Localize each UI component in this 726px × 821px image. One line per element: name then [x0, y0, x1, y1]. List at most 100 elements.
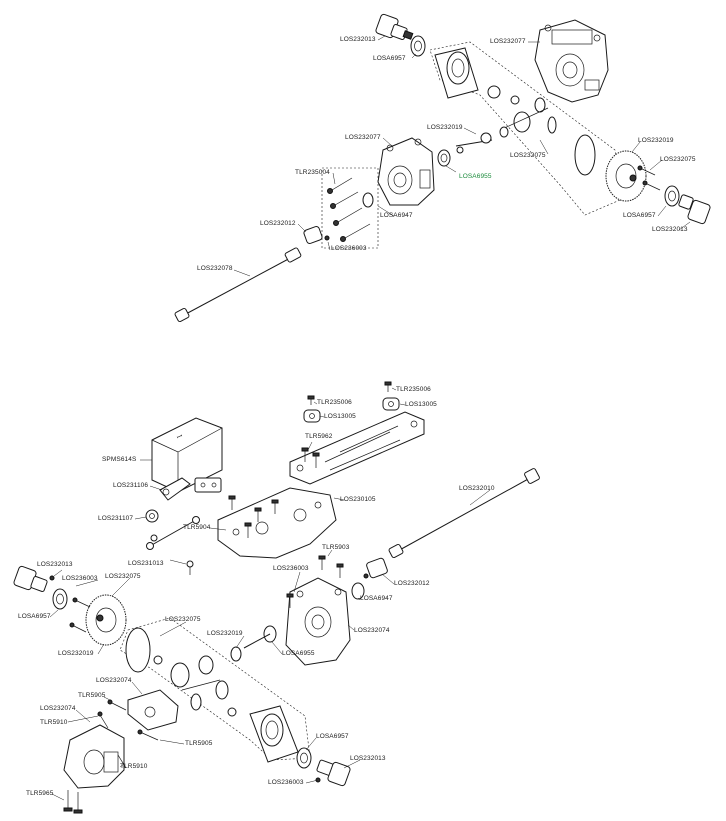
screws-tlr5962 [301, 447, 320, 468]
screws-tlr5910 [97, 711, 127, 769]
diff-plate-bottom [125, 627, 151, 673]
label-bottom-screws-5905-b: TLR5905 [185, 740, 213, 747]
bearing-carrier-top [127, 689, 179, 731]
label-bottom-screw-b: TLR235006 [317, 399, 352, 406]
bearing-center-left [362, 192, 374, 208]
bearing-bottom-center-right [351, 582, 365, 600]
driveshaft-bottom [388, 468, 540, 559]
label-bottom-ball-stud: LOS231013 [128, 560, 164, 567]
label-bottom-ring-gear-center: LOS232075 [165, 616, 201, 623]
label-bottom-lower-plate: LOS230105 [340, 496, 376, 503]
label-bottom-pin-left: LOS236003 [62, 575, 98, 582]
label-bottom-drive-cup: LOS232012 [394, 580, 430, 587]
driveshaft-top [174, 247, 302, 323]
screws-tlr5904 [228, 495, 279, 538]
bearing-center [437, 149, 451, 167]
label-bottom-output-cup-left: LOS232013 [37, 561, 73, 568]
servo-saver [145, 509, 159, 523]
label-top-bearing-right: LOSA6957 [623, 212, 656, 219]
ring-gear-bottom [85, 594, 127, 646]
label-top-bearing-left: LOSA6957 [373, 55, 406, 62]
screw-tlr235006-b [307, 395, 315, 405]
gear-housing-bottom-left [63, 724, 125, 789]
ring-gear-top-disc [574, 134, 596, 176]
screws-tlr5903 [286, 555, 344, 608]
label-bottom-servo-saver: LOS231107 [98, 515, 134, 522]
label-bottom-driveshaft: LOS232010 [459, 485, 495, 492]
label-bottom-pin-center: LOS236003 [273, 565, 309, 572]
label-bottom-clamp-a: LOS13005 [405, 401, 437, 408]
gear-housing-top [534, 19, 609, 103]
bearing-top-left [410, 35, 426, 57]
screw-tlr235006-a [384, 381, 392, 392]
bevel-gears-top [487, 85, 557, 138]
pinion-shaft-top [455, 132, 493, 154]
label-bottom-screws-5910-a: TLR5910 [40, 719, 68, 726]
output-cup-top-left [375, 13, 414, 40]
label-top-ring-gear-right-19: LOS232019 [638, 137, 674, 144]
label-top-ring-gear-right-75: LOS232075 [660, 156, 696, 163]
label-bottom-clamp-b: LOS13005 [324, 413, 356, 420]
label-bottom-housing-center: LOS232074 [354, 627, 390, 634]
output-cup-bottom-right [315, 759, 351, 787]
label-bottom-servo-horn: LOS231106 [113, 482, 149, 489]
label-bottom-bearing-left: LOSA6957 [18, 613, 51, 620]
output-cup-top-right [678, 194, 711, 225]
label-bottom-housing-screws: TLR5903 [322, 544, 350, 551]
screws-tlr235004 [327, 177, 371, 242]
label-bottom-bearing-center-right: LOSA6947 [360, 595, 393, 602]
label-bottom-output-cup-right: LOS232013 [350, 755, 386, 762]
leader-lines [49, 35, 691, 801]
label-top-ring-gear-center: LOS232075 [510, 152, 546, 159]
label-bottom-screws-5905-a: TLR5905 [78, 692, 106, 699]
label-bottom-ring-gear-left-19: LOS232019 [58, 650, 94, 657]
diff-case-bottom [249, 705, 299, 763]
clamp-los13005-b [303, 409, 321, 423]
drive-cup-top [303, 226, 330, 244]
label-top-pin: LOS236003 [331, 245, 367, 252]
label-bottom-pinion: LOS232019 [207, 630, 243, 637]
diff-case-top [434, 47, 479, 99]
label-bottom-screws-5910-b: TLR5910 [120, 763, 148, 770]
gear-housing-bottom [285, 577, 351, 666]
label-top-drive-cup: LOS232012 [260, 220, 296, 227]
screws-tlr5965 [63, 790, 83, 814]
servo-horn [159, 477, 191, 501]
label-bottom-plate-screws-2: TLR5904 [183, 524, 211, 531]
label-bottom-plate-screws: TLR5962 [305, 433, 333, 440]
screw-frame-top [321, 167, 379, 249]
label-top-gear-housing-center: LOS232077 [345, 134, 381, 141]
servo: ꟷ [151, 417, 223, 493]
output-cup-bottom-left [13, 565, 55, 592]
label-top-bearing-center: LOSA6955 [459, 173, 492, 180]
label-top-pinion: LOS232019 [427, 124, 463, 131]
screws-top-right [637, 165, 661, 191]
label-bottom-screw-a: TLR235006 [396, 386, 431, 393]
bearing-bottom-left [52, 588, 68, 610]
clamp-los13005-a [382, 397, 400, 411]
bearing-top-right [664, 185, 680, 207]
ring-gear-top [605, 150, 647, 202]
label-top-output-cup-right: LOS232013 [652, 226, 688, 233]
gear-housing-center [377, 137, 435, 206]
lower-plate [217, 487, 337, 559]
bevel-gears-bottom [153, 655, 237, 717]
svg-text:ꟷ: ꟷ [176, 433, 184, 442]
drive-cup-bottom [363, 557, 388, 579]
label-top-output-cup-left: LOS232013 [340, 36, 376, 43]
label-bottom-carrier-left: LOS232074 [40, 705, 76, 712]
label-top-bearing-center-left: LOSA6947 [380, 212, 413, 219]
label-bottom-ring-gear-left: LOS232075 [105, 573, 141, 580]
label-top-screws: TLR235004 [295, 169, 330, 176]
label-bottom-bearing-pinion: LOSA6955 [282, 650, 315, 657]
label-top-driveshaft: LOS232078 [197, 265, 233, 272]
turnbuckle-link [146, 516, 200, 550]
label-top-gear-housing-right: LOS232077 [490, 38, 526, 45]
label-bottom-bearing-right: LOSA6957 [316, 733, 349, 740]
bearing-bottom-right [296, 747, 312, 769]
pinion-shaft-bottom [230, 633, 271, 662]
label-bottom-pin-right: LOS236003 [268, 779, 304, 786]
label-bottom-servo: SPMS614S [102, 456, 137, 463]
label-bottom-carrier-top: LOS232074 [96, 677, 132, 684]
